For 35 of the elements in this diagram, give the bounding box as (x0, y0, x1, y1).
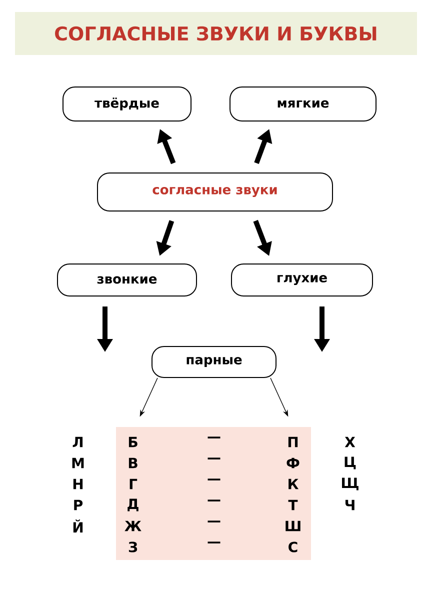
dash: — (208, 458, 220, 460)
category-box: мягкие (230, 86, 376, 122)
letter: Л (72, 436, 83, 448)
letter: Ж (124, 520, 142, 532)
letter: Н (73, 478, 83, 490)
letter: Ч (345, 500, 354, 510)
letter: Д (128, 498, 138, 512)
category-box: твёрдые (62, 86, 192, 122)
letter: В (128, 458, 138, 468)
letter: Х (344, 436, 356, 448)
letter: Ф (286, 458, 300, 468)
letter: К (288, 478, 299, 490)
letter: М (72, 458, 84, 468)
letter: П (288, 436, 298, 448)
letter: Р (74, 500, 83, 510)
dash: — (208, 520, 220, 522)
letter: С (288, 542, 298, 552)
category-box: глухие (231, 264, 373, 296)
letter: Й (73, 520, 83, 532)
letter: Ш (286, 520, 300, 532)
dash: — (208, 542, 220, 544)
title-banner: СОГЛАСНЫЕ ЗВУКИ И БУКВЫ (15, 12, 417, 55)
dash: — (208, 436, 220, 438)
letter: Г (130, 478, 138, 490)
dash: — (208, 478, 220, 480)
letter: Ц (344, 456, 356, 470)
letter: Б (128, 436, 138, 448)
category-box: согласные звуки (97, 172, 333, 212)
category-box: звонкие (57, 264, 197, 296)
dash: — (208, 500, 220, 502)
letter: Т (288, 500, 298, 510)
category-box: парные (152, 346, 276, 378)
letter: З (128, 542, 138, 552)
shaded-box (116, 427, 311, 560)
letter: Щ (342, 478, 358, 490)
